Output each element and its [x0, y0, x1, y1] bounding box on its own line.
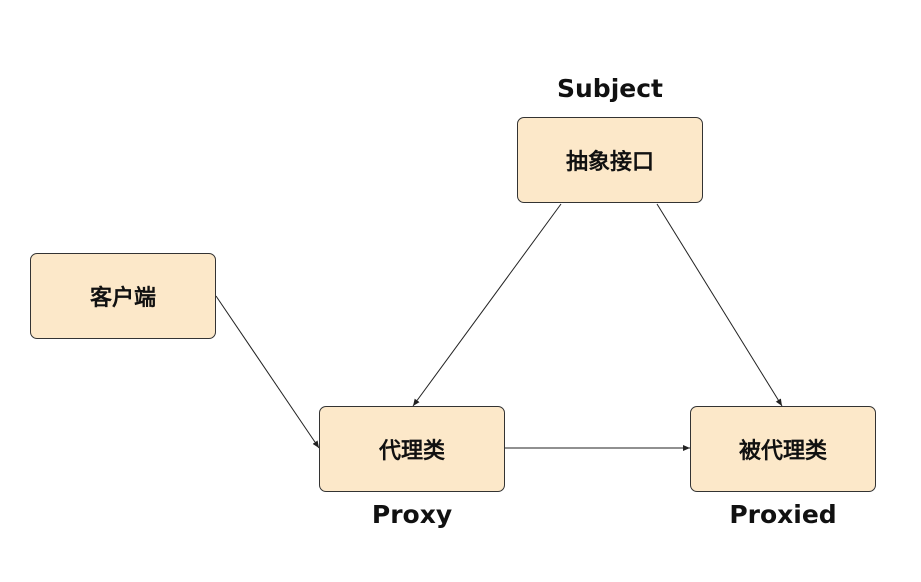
proxied-caption: Proxied — [729, 500, 837, 529]
subject-caption: Subject — [557, 74, 663, 103]
client-node: 客户端 — [30, 253, 216, 339]
edge-client-to-proxy — [215, 295, 320, 449]
subject-node: 抽象接口 — [517, 117, 703, 203]
proxy-node: 代理类 — [319, 406, 505, 492]
proxied-node: 被代理类 — [690, 406, 876, 492]
edge-subject-to-proxied — [656, 203, 783, 407]
proxy-caption: Proxy — [371, 500, 453, 529]
edge-subject-to-proxy — [412, 203, 562, 407]
